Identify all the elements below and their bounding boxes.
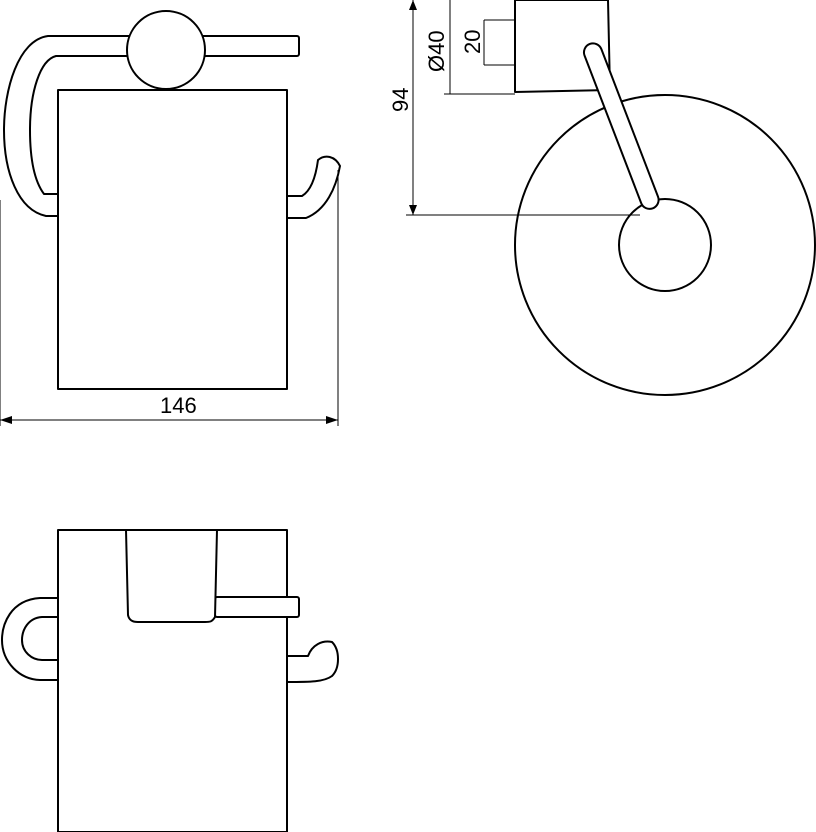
mount-ball	[126, 10, 206, 90]
top-view	[1, 529, 339, 832]
side-view: 94 Ø40 20	[388, 0, 816, 396]
side-arm	[582, 42, 660, 210]
bar-top	[214, 596, 300, 618]
left-hook-top	[1, 597, 131, 681]
paper-roll-front	[57, 89, 288, 390]
offset-label: 20	[460, 30, 485, 54]
right-hook-front	[286, 155, 341, 219]
right-hook-top	[286, 640, 339, 683]
bar-front	[195, 35, 300, 57]
core-circle	[618, 198, 712, 292]
mount-top	[125, 529, 218, 623]
front-view: 146	[0, 10, 341, 426]
left-hook-arm	[3, 35, 131, 217]
diameter-label: Ø40	[424, 30, 449, 72]
width-label: 146	[160, 393, 197, 418]
height-label: 94	[388, 88, 413, 112]
